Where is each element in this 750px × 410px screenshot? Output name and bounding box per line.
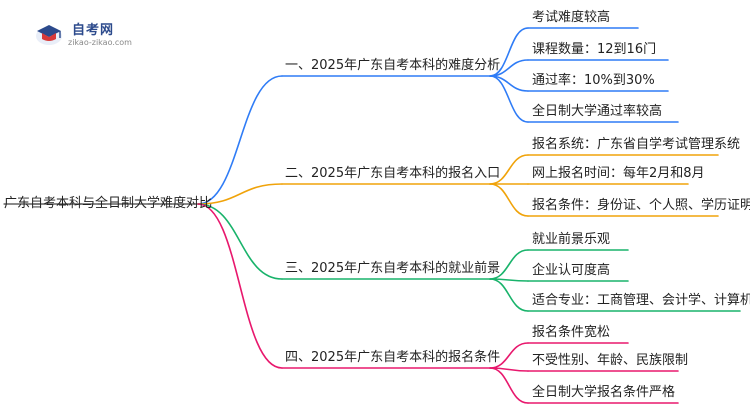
leaf-4-3: 全日制大学报名条件严格	[532, 385, 676, 400]
leaf-2-2: 网上报名时间：每年2月和8月	[532, 166, 705, 181]
root-topic: 广东自考本科与全日制大学难度对比	[4, 196, 213, 211]
branch-label-4: 四、2025年广东自考本科的报名条件	[285, 350, 501, 365]
leaf-1-1: 考试难度较高	[532, 10, 611, 25]
branch-connector-4	[197, 203, 283, 369]
branch-connector-2	[197, 183, 283, 205]
leaf-3-1: 就业前景乐观	[532, 232, 611, 247]
leaf-2-1: 报名系统：广东省自学考试管理系统	[532, 137, 741, 152]
leaf-connector-3-3	[489, 278, 529, 312]
branch-label-2: 二、2025年广东自考本科的报名入口	[285, 166, 501, 181]
leaf-connector-1-1	[489, 27, 529, 77]
logo-title: 自考网	[72, 23, 115, 38]
logo-graduation-cap-icon	[36, 25, 62, 45]
site-logo[interactable]: 自考网 zikao-zikao.com	[34, 18, 144, 50]
branch-connector-3	[197, 203, 283, 280]
leaf-1-2: 课程数量：12到16门	[532, 42, 657, 57]
leaf-2-3: 报名条件：身份证、个人照、学历证明	[532, 198, 750, 213]
branch-label-1: 一、2025年广东自考本科的难度分析	[285, 58, 501, 73]
leaf-connector-1-4	[489, 75, 529, 123]
leaf-3-2: 企业认可度高	[532, 263, 611, 278]
leaf-connector-4-3	[489, 367, 529, 404]
leaf-3-3: 适合专业：工商管理、会计学、计算机科学	[532, 293, 750, 308]
branch-connector-1	[197, 75, 283, 205]
leaf-connector-3-1	[489, 249, 529, 280]
leaf-connector-2-3	[489, 183, 529, 217]
logo-url: zikao-zikao.com	[68, 38, 132, 47]
leaf-4-2: 不受性别、年龄、民族限制	[532, 353, 689, 368]
branch-label-3: 三、2025年广东自考本科的就业前景	[285, 261, 501, 276]
leaf-connector-2-1	[489, 154, 529, 185]
leaf-1-4: 全日制大学通过率较高	[532, 104, 663, 119]
leaf-4-1: 报名条件宽松	[532, 325, 611, 340]
leaf-1-3: 通过率：10%到30%	[532, 73, 655, 88]
